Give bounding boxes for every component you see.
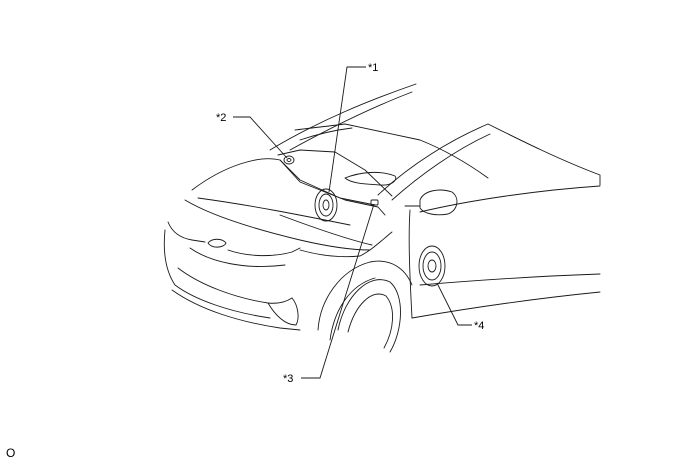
hood-crease-right bbox=[279, 214, 373, 246]
hood-outline bbox=[191, 158, 386, 216]
wheel-arch bbox=[317, 260, 413, 331]
headlamp-right bbox=[227, 247, 301, 257]
door-character-line bbox=[419, 273, 601, 286]
side-mirror bbox=[419, 189, 458, 216]
leader-4 bbox=[436, 282, 472, 326]
windshield bbox=[294, 123, 489, 179]
dashboard-top bbox=[277, 149, 393, 197]
hood-crease-left bbox=[197, 197, 351, 226]
callout-leaders bbox=[233, 66, 472, 379]
callout-label-2: *2 bbox=[216, 112, 226, 124]
leader-2 bbox=[233, 116, 288, 159]
front-rim bbox=[347, 293, 393, 349]
tweeter bbox=[283, 155, 295, 165]
headlamp-left bbox=[167, 221, 206, 243]
callout-label-4: *4 bbox=[474, 320, 484, 332]
a-pillar-inner bbox=[391, 133, 491, 201]
roof-line bbox=[269, 83, 417, 151]
door-front-edge bbox=[408, 209, 413, 319]
dashboard-vent bbox=[344, 171, 397, 186]
callout-label-3: *3 bbox=[283, 373, 293, 385]
hood-front-edge bbox=[184, 199, 371, 251]
front-tire bbox=[337, 279, 401, 353]
dashboard-front bbox=[279, 159, 376, 206]
door-beltline bbox=[419, 185, 601, 213]
fog-lamp-recess bbox=[267, 297, 299, 326]
car-illustration bbox=[163, 83, 601, 353]
bumper-lower-lip bbox=[171, 289, 301, 331]
roof-line-inner bbox=[289, 91, 413, 151]
door-speaker bbox=[418, 245, 446, 287]
upper-grille bbox=[189, 247, 286, 267]
front-fender bbox=[299, 231, 393, 258]
callout-label-1: *1 bbox=[368, 62, 378, 74]
small-speaker bbox=[370, 199, 379, 206]
door-window-frame bbox=[487, 123, 601, 186]
leader-1 bbox=[328, 66, 366, 193]
front-bumper bbox=[163, 229, 271, 319]
figure-code: O bbox=[6, 446, 16, 460]
emblem bbox=[207, 238, 227, 248]
a-pillar bbox=[377, 123, 489, 196]
front-speaker bbox=[314, 188, 338, 222]
windshield-reflection bbox=[299, 127, 353, 141]
lower-grille bbox=[177, 267, 293, 304]
leader-3 bbox=[301, 203, 375, 379]
wheel-arch-inner bbox=[329, 277, 376, 341]
rocker-panel bbox=[411, 291, 601, 319]
